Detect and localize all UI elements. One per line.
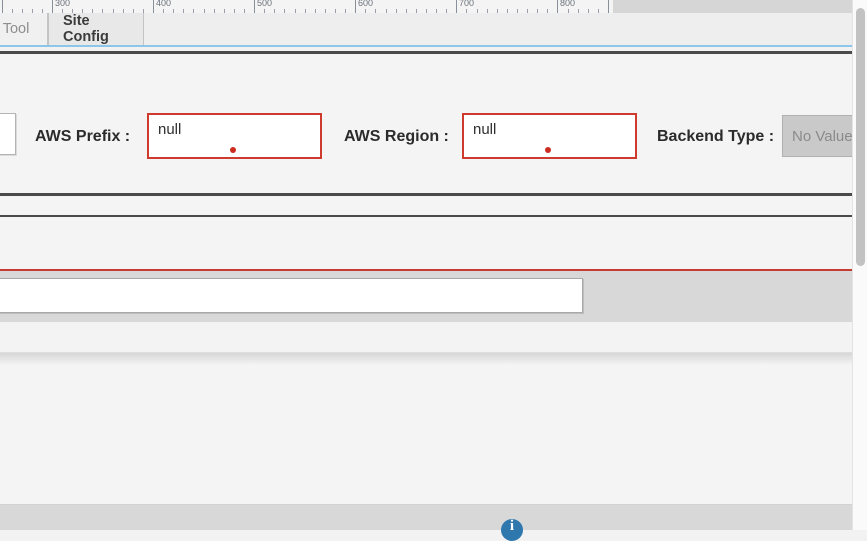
aws-prefix-value: null [158,121,182,138]
backend-type-label: Backend Type : [657,128,775,145]
tab-query-tool-label: y Tool [0,21,30,37]
horizontal-ruler: 300 400 500 600 [0,0,613,14]
ruler-inactive-area [613,0,867,14]
panel-body [0,353,853,505]
section-divider-mid-lower [0,215,853,217]
ruler-label-0: 300 [55,0,71,8]
section-divider-top [0,51,853,54]
config-form-band [0,54,853,193]
panel-header-strip [0,322,853,353]
section-band-between [0,196,853,215]
ruler-label-3: 600 [358,0,374,8]
tab-bar: y Tool Site Config [0,13,867,46]
aws-region-required-dot [545,147,551,153]
ruler-label-2: 500 [257,0,273,8]
section-divider-mid-upper [0,193,853,196]
clipped-text-input[interactable] [0,113,16,155]
info-icon[interactable]: i [501,519,523,541]
tab-site-config-label: Site Config [63,13,109,45]
ruler-label-4: 700 [459,0,475,8]
panel-bottom-divider [0,504,853,505]
aws-region-label: AWS Region : [344,128,449,145]
footer-band [0,505,853,530]
aws-region-value: null [473,121,497,138]
tab-site-config[interactable]: Site Config [48,13,144,45]
backend-type-value: No Value [792,127,853,145]
tab-active-underline [0,45,867,47]
ruler-label-5: 800 [560,0,576,8]
tab-query-tool[interactable]: y Tool [0,13,48,45]
ruler-label-1: 400 [156,0,172,8]
tab-bar-strip: y Tool Site Config [0,13,613,46]
search-input[interactable] [0,278,583,313]
info-icon-glyph: i [509,519,515,534]
panel-drop-shadow [0,353,853,365]
vertical-scrollbar[interactable] [852,0,867,530]
vertical-scrollbar-thumb[interactable] [856,8,865,266]
section-band-lower [0,217,853,269]
aws-prefix-required-dot [230,147,236,153]
aws-prefix-label: AWS Prefix : [35,128,131,145]
error-rule [0,269,853,271]
